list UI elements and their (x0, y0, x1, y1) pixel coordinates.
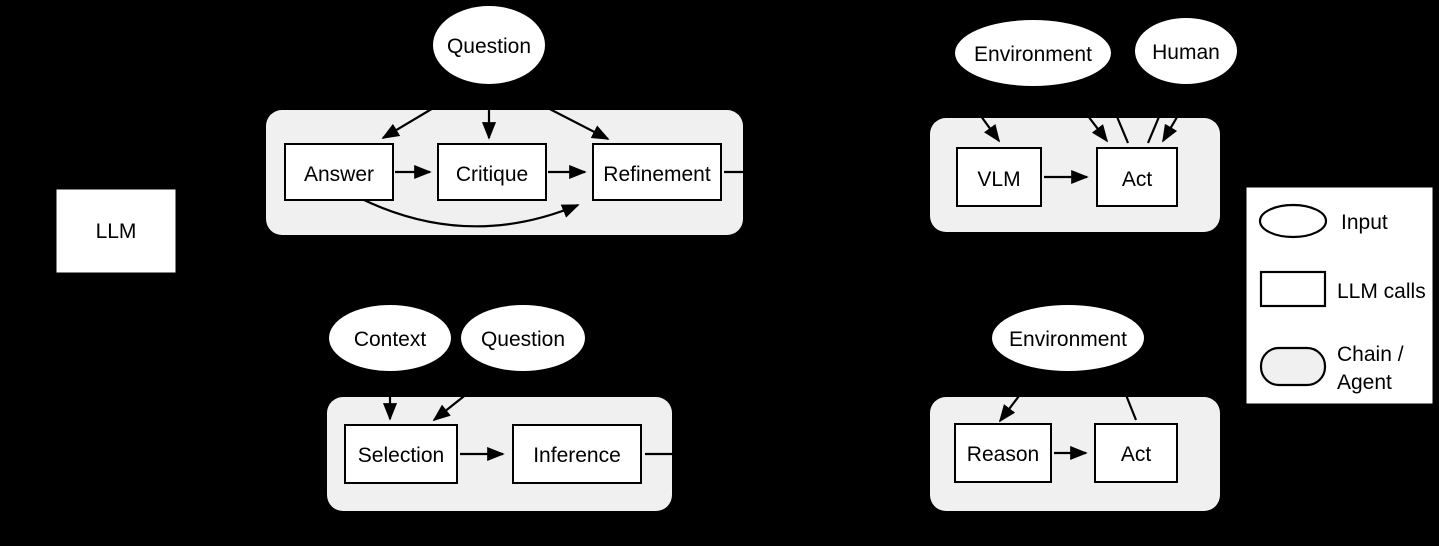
input-ellipse-human (1135, 18, 1237, 84)
legend-panel: Input LLM calls Chain / Agent (1246, 187, 1433, 404)
node-box-answer (284, 143, 394, 201)
input-ellipse-question (433, 6, 545, 84)
legend-chain-agent-icon (1259, 346, 1327, 387)
node-box-selection (344, 424, 458, 484)
input-label-environment-top: Environment (974, 43, 1092, 66)
edge-answer-loop-to-refinement (363, 199, 580, 228)
node-label-critique: Critique (456, 163, 528, 186)
node-label-reason: Reason (967, 443, 1039, 466)
node-box-reason (954, 423, 1052, 483)
node-box-act-bottom (1094, 423, 1178, 483)
node-label-inference: Inference (533, 444, 621, 467)
edge-question-to-refinement (539, 103, 610, 140)
edge-question-to-answer (381, 103, 441, 139)
legend-label-chain-agent-line2: Agent (1337, 371, 1392, 394)
legend-llm-calls-icon (1259, 270, 1327, 308)
edge-act-to-environment-bottom (1122, 389, 1138, 421)
node-box-inference (512, 424, 642, 484)
input-ellipse-environment-bottom (992, 305, 1144, 371)
legend-label-input: Input (1341, 211, 1388, 234)
node-box-critique (437, 143, 547, 201)
standalone-llm-label: LLM (96, 220, 137, 243)
node-label-selection: Selection (358, 444, 444, 467)
node-label-act-top: Act (1122, 168, 1153, 191)
panel-vlm-agent: Environment Human VLM Act (930, 18, 1237, 232)
legend-label-chain-agent-line1: Chain / (1337, 343, 1404, 366)
edge-environment-to-reason (998, 391, 1023, 423)
panel-self-refine: Question Answer Critique Refinement (266, 6, 758, 235)
legend-input-icon (1258, 203, 1328, 239)
standalone-llm-box (56, 189, 176, 273)
edge-act-to-environment (1113, 111, 1130, 144)
input-label-context: Context (354, 328, 427, 351)
edge-act-to-human (1146, 111, 1163, 144)
edge-environment-to-act (1084, 111, 1109, 143)
input-ellipse-question-bottom (461, 305, 585, 371)
input-label-environment-bottom: Environment (1009, 328, 1127, 351)
standalone-llm-node: LLM (56, 189, 176, 273)
panel-selection-inference: Context Question Selection Inference (327, 305, 677, 511)
node-label-vlm: VLM (977, 168, 1020, 191)
edge-question-to-selection (432, 392, 469, 422)
input-label-question: Question (447, 35, 531, 58)
node-box-refinement (592, 143, 722, 201)
node-label-act-bottom: Act (1121, 443, 1152, 466)
input-ellipse-environment-top (955, 20, 1111, 86)
node-box-vlm (956, 147, 1042, 207)
node-label-answer: Answer (304, 163, 374, 186)
input-label-human: Human (1152, 41, 1220, 64)
node-box-act-top (1096, 147, 1178, 207)
input-label-question-bottom: Question (481, 328, 565, 351)
legend-label-llm-calls: LLM calls (1337, 280, 1426, 303)
input-ellipse-context (329, 305, 451, 371)
node-label-refinement: Refinement (603, 163, 711, 186)
edge-environment-to-vlm (977, 111, 1001, 143)
panel-reason-act: Environment Reason Act (930, 305, 1220, 511)
edge-human-to-act (1162, 111, 1181, 143)
